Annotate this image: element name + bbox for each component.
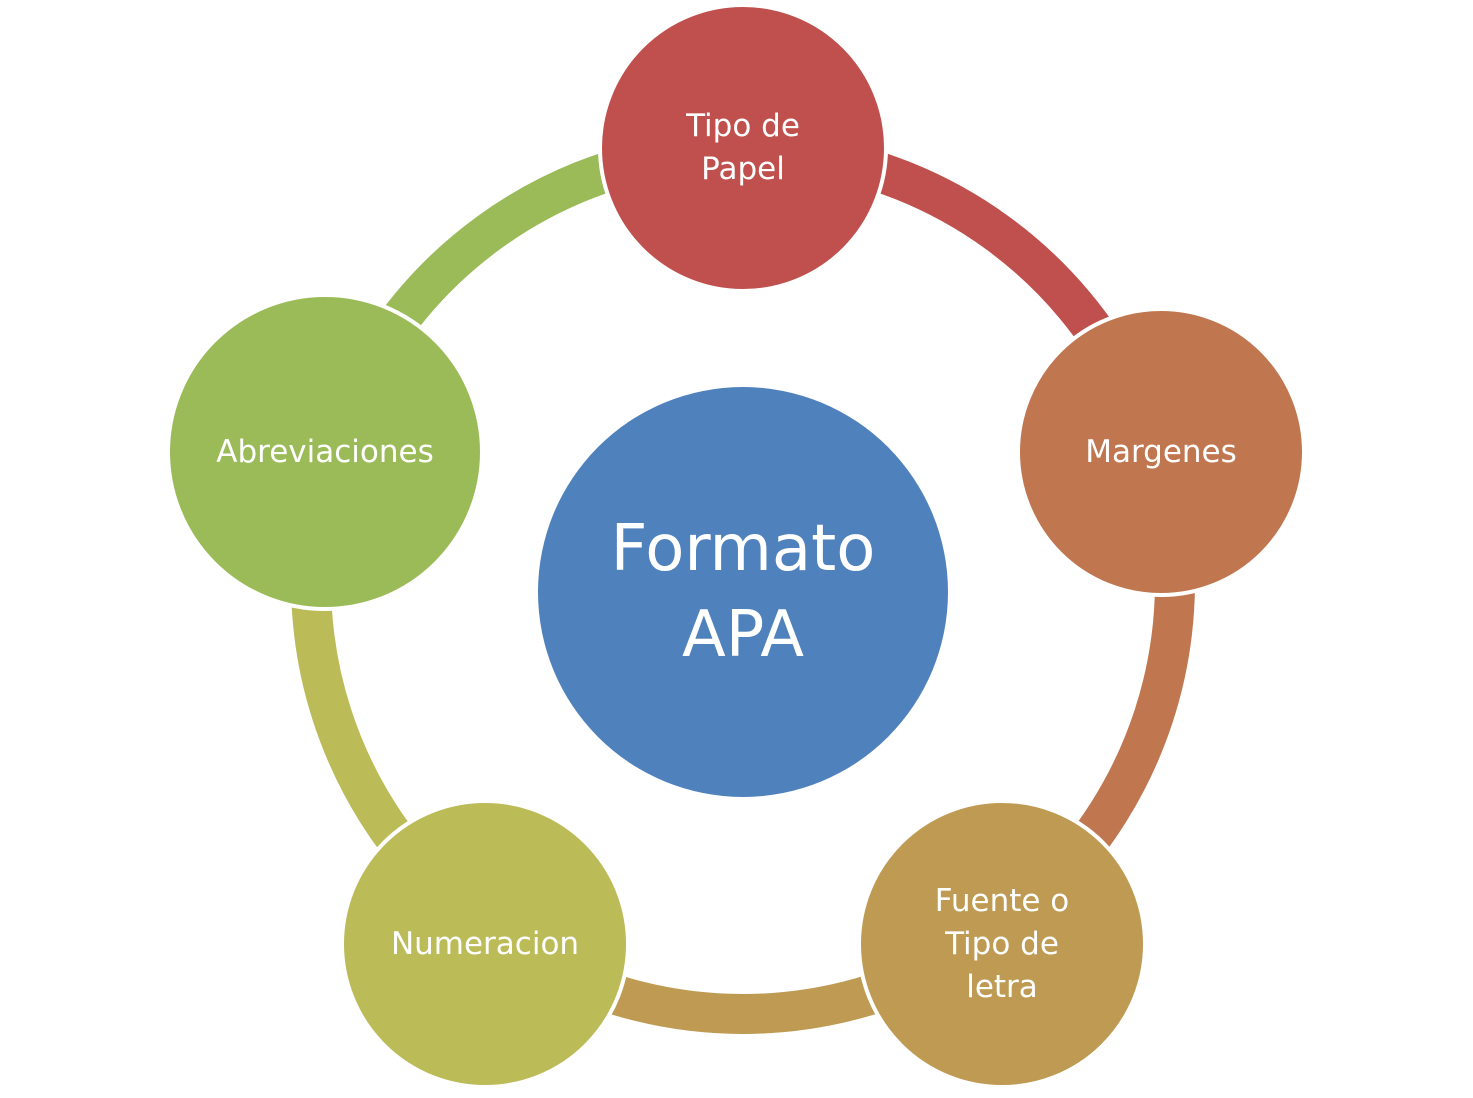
node-label-fuente: Fuente o Tipo de letra (934, 882, 1070, 1005)
node-label-numeracion: Numeracion (390, 925, 580, 962)
node-circle-fuente (857, 799, 1147, 1089)
node-circle-abreviaciones (166, 293, 484, 611)
center-label: Formato APA (610, 512, 876, 672)
center-circle (538, 387, 948, 797)
node-label-margenes: Margenes (1085, 433, 1237, 470)
node-circle-tipo-de-papel (598, 3, 888, 293)
node-label-abreviaciones: Abreviaciones (216, 433, 434, 470)
node-label-tipo-de-papel: Tipo de Papel (686, 108, 800, 187)
node-circle-margenes (1016, 307, 1306, 597)
node-circle-numeracion (340, 799, 630, 1089)
